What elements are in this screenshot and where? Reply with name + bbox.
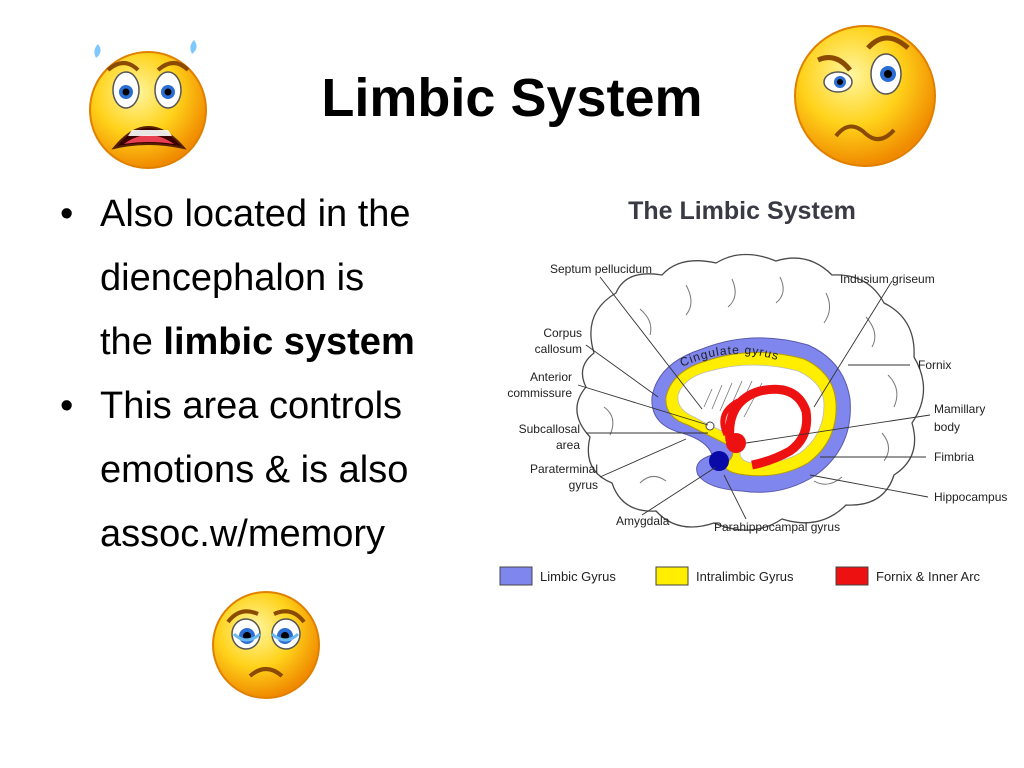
label-paraterminal-1: Paraterminal	[530, 462, 598, 476]
label-septum-pellucidum: Septum pellucidum	[550, 262, 652, 276]
bullet-emphasis: limbic system	[163, 321, 415, 363]
bullet-line: emotions & is also	[100, 449, 409, 491]
label-fimbria: Fimbria	[934, 450, 974, 464]
label-subcallosal-1: Subcallosal	[519, 422, 580, 436]
label-corpus-2: callosum	[535, 342, 582, 356]
bullet-glyph: •	[60, 193, 74, 235]
legend-swatch-intralimbic	[655, 566, 689, 586]
label-mamillary-1: Mamillary	[934, 402, 985, 416]
amygdala-dot	[709, 451, 729, 471]
limbic-diagram: The Limbic System	[499, 197, 1007, 586]
label-hippocampus: Hippocampus	[934, 490, 1007, 504]
bullet-line: Also located in the	[100, 193, 411, 235]
label-mamillary-2: body	[934, 420, 960, 434]
label-indusium-griseum: Indusium griseum	[840, 272, 935, 286]
label-paraterminal-2: gyrus	[569, 478, 598, 492]
legend-swatch-fornix	[835, 566, 869, 586]
legend-label-fornix: Fornix & Inner Arc	[876, 569, 981, 584]
label-anterior-1: Anterior	[530, 370, 572, 384]
label-subcallosal-2: area	[556, 438, 580, 452]
legend-label-limbic: Limbic Gyrus	[540, 569, 616, 584]
scared-face-icon	[89, 40, 207, 169]
fornix-arc	[725, 384, 812, 470]
label-amygdala: Amygdala	[616, 514, 670, 528]
diagram-heading: The Limbic System	[628, 197, 856, 225]
skeptical-face-icon	[794, 25, 936, 167]
bullet-item: • This area controls emotions & is also …	[58, 374, 498, 566]
legend-swatch-limbic	[499, 566, 533, 586]
bullet-line: This area controls	[100, 385, 403, 427]
bullet-list: • Also located in the diencephalon is th…	[58, 182, 498, 566]
bullet-line: diencephalon is	[100, 257, 365, 299]
label-parahippocampal: Parahippocampal gyrus	[714, 520, 840, 534]
bullet-line: assoc.w/memory	[100, 513, 386, 555]
slide-title: Limbic System	[321, 68, 703, 128]
legend-label-intralimbic: Intralimbic Gyrus	[696, 569, 794, 584]
bullet-glyph: •	[60, 385, 74, 427]
bullet-item: • Also located in the diencephalon is th…	[58, 182, 498, 374]
sad-face-icon	[212, 591, 320, 699]
label-anterior-2: commissure	[507, 386, 572, 400]
legend: Limbic Gyrus Intralimbic Gyrus Fornix & …	[499, 566, 981, 586]
label-fornix: Fornix	[918, 358, 951, 372]
mamillary-body	[726, 433, 746, 453]
bullet-line: the	[100, 321, 164, 363]
label-corpus-1: Corpus	[543, 326, 582, 340]
